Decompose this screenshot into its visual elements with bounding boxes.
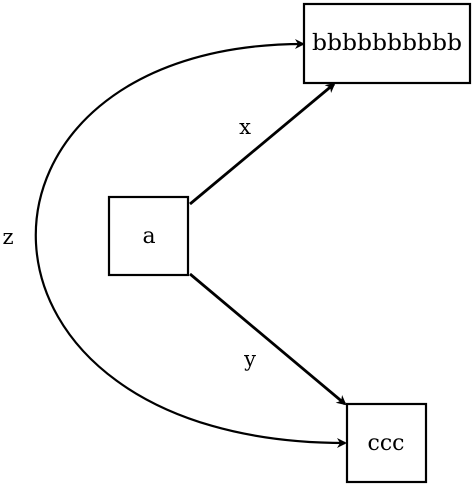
edge-y-arrow	[189, 272, 347, 406]
edge-z-label: z	[2, 225, 13, 249]
edge-y-label: y	[243, 347, 256, 371]
edge-x-label: x	[239, 115, 251, 139]
node-a-label: a	[142, 224, 155, 249]
node-a: a	[107, 195, 190, 277]
edge-x-arrow	[189, 82, 336, 206]
node-b-label: bbbbbbbbbb	[312, 31, 462, 56]
node-c: ccc	[345, 402, 428, 484]
node-c-label: ccc	[368, 431, 405, 456]
edge-z-arc	[34, 39, 347, 448]
node-b: bbbbbbbbbb	[302, 2, 472, 85]
